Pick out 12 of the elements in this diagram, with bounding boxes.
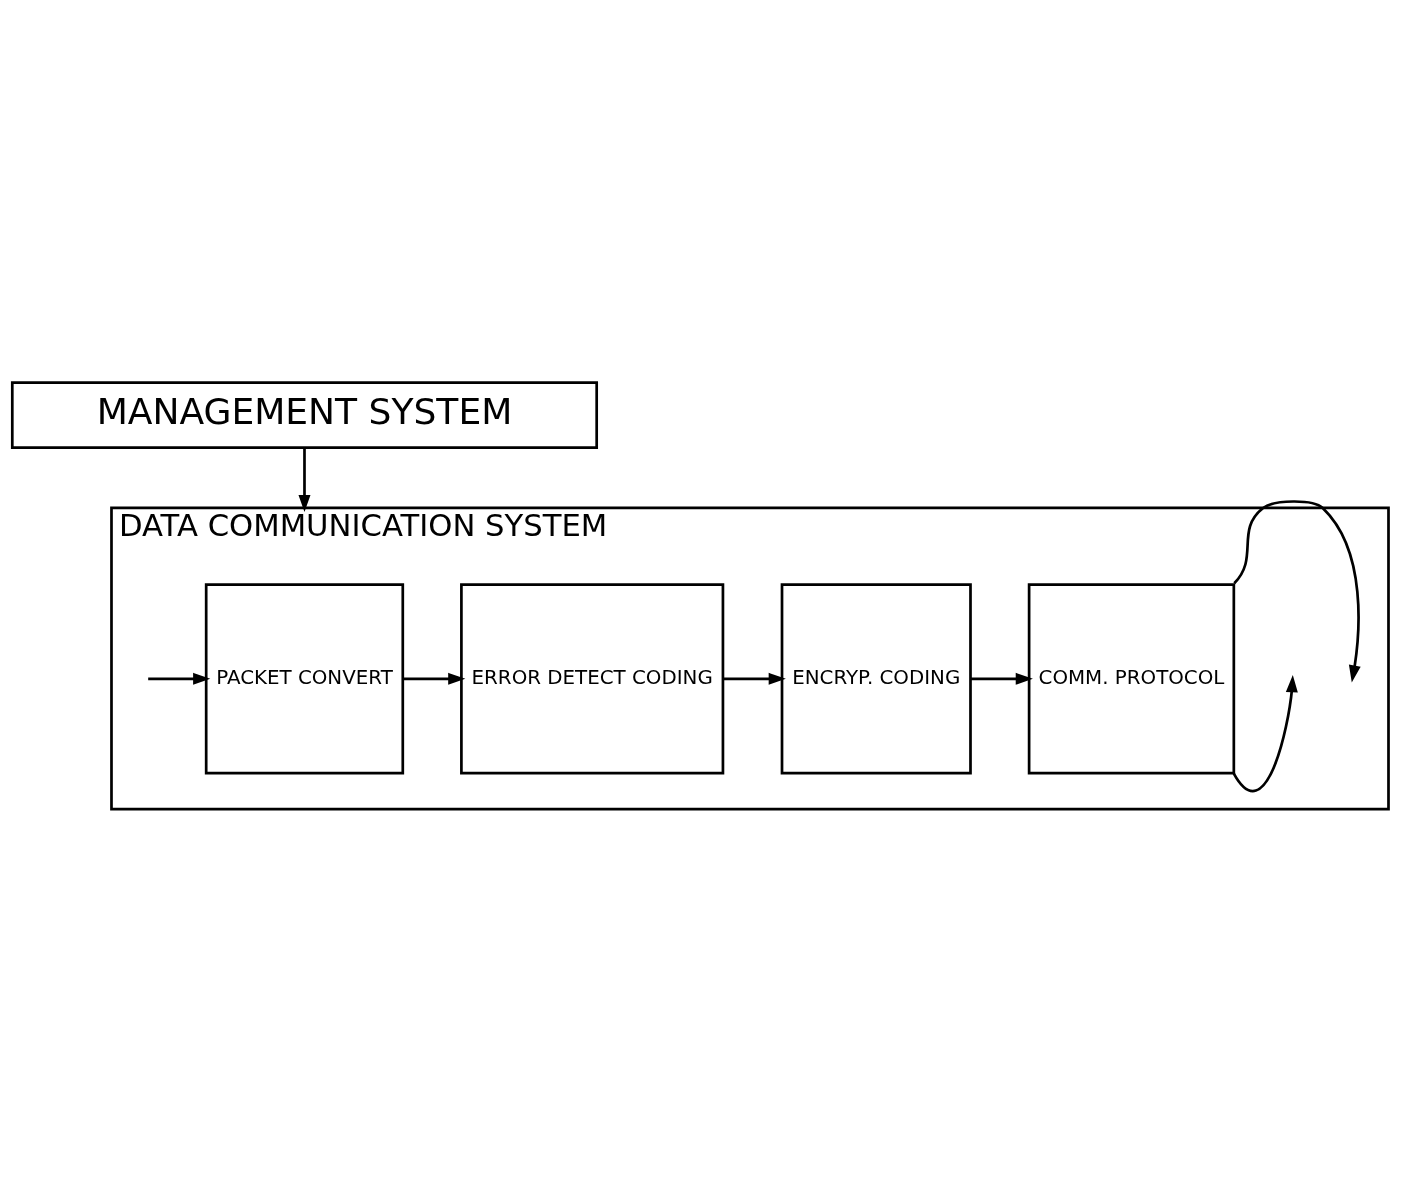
arrow [1232, 675, 1298, 792]
arrow [1233, 500, 1361, 683]
node-box: COMM. PROTOCOL [1027, 583, 1236, 775]
arrow [970, 672, 1033, 685]
node-box: PACKET CONVERT [204, 583, 405, 775]
arrow [723, 672, 786, 685]
arrow [298, 447, 311, 513]
arrow [148, 672, 211, 685]
node-box: ENCRYP. CODING [780, 583, 972, 775]
node-box: MANAGEMENT SYSTEM [10, 381, 599, 449]
node-box: ERROR DETECT CODING [460, 583, 725, 775]
arrow [402, 672, 466, 685]
